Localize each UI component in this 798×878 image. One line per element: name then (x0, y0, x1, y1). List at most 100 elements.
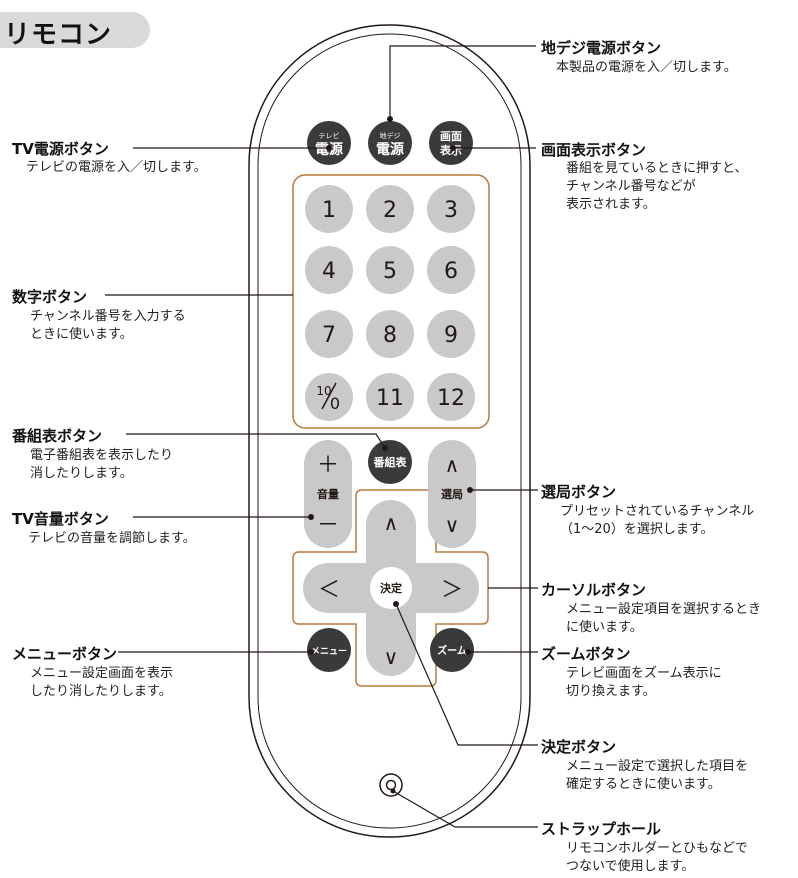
label-enter-desc: メニュー設定で選択した項目を 確定するときに使います。 (566, 759, 749, 792)
tv-power-button[interactable]: テレビ 電源 (307, 121, 351, 165)
label-channel-title: 選局ボタン (541, 483, 617, 501)
label-epg-desc: 電子番組表を表示したり 消したりします。 (30, 448, 174, 481)
label-menu-title: メニューボタン (12, 645, 118, 663)
number-button-face[interactable] (366, 373, 414, 421)
number-label: 9 (444, 323, 458, 348)
display-button[interactable]: 画面 表示 (429, 121, 473, 165)
number-button-12[interactable]: 12 (427, 373, 475, 421)
number-button-face[interactable] (305, 310, 353, 358)
number-button-5[interactable]: 5 (366, 246, 414, 294)
volume-minus-icon[interactable]: － (317, 513, 339, 538)
digital-power-label-main: 電源 (376, 141, 404, 158)
zoom-label: ズーム (437, 644, 467, 657)
number-button-face[interactable] (427, 185, 475, 233)
number-button-face[interactable] (427, 310, 475, 358)
label-cursor-title: カーソルボタン (541, 581, 647, 599)
display-label-bottom: 表示 (439, 143, 462, 157)
number-button-4[interactable]: 4 (305, 246, 353, 294)
cursor-right-icon[interactable]: ＞ (441, 578, 463, 603)
numpad-frame (292, 174, 490, 429)
label-zoom-title: ズームボタン (541, 645, 631, 663)
display-label-top: 画面 (440, 130, 462, 143)
menu-button[interactable]: メニュー (307, 628, 351, 672)
volume-label: 音量 (317, 487, 339, 501)
epg-label: 番組表 (373, 455, 408, 469)
strap-hole (379, 773, 403, 797)
enter-label: 決定 (380, 581, 402, 595)
label-menu-desc: メニュー設定画面を表示 したり消したりします。 (30, 666, 174, 699)
tv-power-label-top: テレビ (319, 131, 340, 140)
zoom-button[interactable]: ズーム (430, 628, 474, 672)
label-zoom-desc: テレビ画面をズーム表示に 切り換えます。 (566, 666, 722, 699)
label-epg-title: 番組表ボタン (12, 427, 103, 445)
label-volume-desc: テレビの音量を調節します。 (28, 531, 196, 546)
number-button-8[interactable]: 8 (366, 310, 414, 358)
label-volume-title: TV音量ボタン (12, 510, 109, 528)
cursor-pad: ∧ ∨ ＜ ＞ 決定 (303, 500, 479, 676)
label-channel-desc: プリセットされているチャンネル （1〜20）を選択します。 (560, 504, 755, 537)
cursor-left-icon[interactable]: ＜ (318, 578, 340, 603)
label-number-desc: チャンネル番号を入力する ときに使います。 (30, 309, 186, 342)
number-button-3[interactable]: 3 (427, 185, 475, 233)
number-button-face[interactable] (305, 185, 353, 233)
volume-plus-icon[interactable]: ＋ (317, 453, 339, 478)
number-button-face[interactable] (427, 373, 475, 421)
label-display-desc: 番組を見ているときに押すと、 チャンネル番号などが 表示されます。 (566, 161, 748, 212)
volume-rocker[interactable]: ＋ 音量 － (304, 440, 352, 548)
number-label: 2 (383, 198, 397, 223)
cursor-down-icon[interactable]: ∨ (384, 645, 399, 669)
cursor-up-icon[interactable]: ∧ (384, 511, 399, 535)
number-label: 6 (444, 259, 458, 284)
leader-digital-power (389, 45, 536, 119)
number-button-face[interactable] (305, 246, 353, 294)
epg-button[interactable]: 番組表 (368, 440, 412, 484)
number-label: 11 (376, 386, 404, 411)
title-tab (0, 12, 150, 48)
label-enter-title: 決定ボタン (541, 738, 617, 756)
channel-up-icon[interactable]: ∧ (445, 453, 460, 477)
label-digital-power-desc: 本製品の電源を入／切します。 (556, 60, 737, 75)
number-button-2[interactable]: 2 (366, 185, 414, 233)
number-button-face[interactable] (366, 310, 414, 358)
channel-label: 選局 (441, 488, 463, 501)
number-label: 5 (383, 259, 397, 284)
number-button-face[interactable] (366, 246, 414, 294)
digital-power-label-top: 地デジ (380, 131, 401, 140)
digital-power-button[interactable]: 地デジ 電源 (368, 121, 412, 165)
leader-enter (395, 603, 538, 746)
number-label: 8 (383, 323, 397, 348)
leader-lines (105, 45, 538, 828)
number-label-slash (321, 382, 337, 410)
page-title: リモコン (4, 20, 113, 50)
number-button-1[interactable]: 1 (305, 185, 353, 233)
number-label: 12 (437, 386, 465, 411)
leader-strap (392, 790, 538, 828)
cursor-frame (292, 489, 489, 687)
number-button-10[interactable]: 100 (305, 373, 353, 421)
number-button-6[interactable]: 6 (427, 246, 475, 294)
number-button-7[interactable]: 7 (305, 310, 353, 358)
number-button-9[interactable]: 9 (427, 310, 475, 358)
label-display-title: 画面表示ボタン (541, 141, 647, 159)
number-label: 7 (322, 323, 336, 348)
number-button-face[interactable] (427, 246, 475, 294)
label-cursor-desc: メニュー設定項目を選択するとき に使います。 (566, 602, 762, 635)
channel-down-icon[interactable]: ∨ (445, 513, 460, 537)
label-strap-title: ストラップホール (541, 820, 662, 838)
menu-label: メニュー (311, 646, 347, 657)
number-label-10: 10 (316, 384, 331, 398)
number-label: 4 (322, 259, 336, 284)
number-button-11[interactable]: 11 (366, 373, 414, 421)
enter-button[interactable] (370, 567, 412, 609)
number-button-face[interactable] (366, 185, 414, 233)
label-number-title: 数字ボタン (12, 288, 88, 306)
number-label: 3 (444, 198, 458, 223)
leader-dots (308, 116, 473, 794)
label-tv-power-desc: テレビの電源を入／切します。 (26, 160, 207, 175)
leader-epg (126, 433, 386, 449)
channel-rocker[interactable]: ∧ 選局 ∨ (428, 440, 476, 548)
number-label-0: 0 (330, 394, 340, 413)
